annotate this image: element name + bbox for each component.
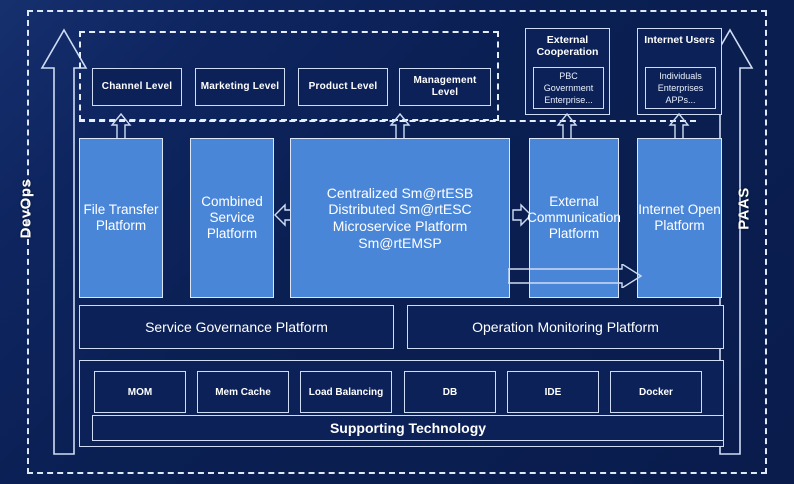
level-box-product[interactable]: Product Level: [298, 68, 388, 106]
external-cooperation-group[interactable]: External Cooperation PBC Government Ente…: [525, 28, 610, 115]
strip-label: Operation Monitoring Platform: [472, 318, 659, 335]
supporting-technology-label: Supporting Technology: [329, 420, 487, 436]
paas-label: PAAS: [735, 187, 753, 230]
tech-label: IDE: [544, 386, 562, 398]
internet-users-group[interactable]: Internet Users Individuals Enterprises A…: [637, 28, 722, 115]
platform-external-communication[interactable]: External Communication Platform: [527, 138, 621, 298]
strip-operation-monitoring[interactable]: Operation Monitoring Platform: [407, 305, 724, 349]
platform-combined-service[interactable]: Combined Service Platform: [190, 138, 274, 298]
tech-box-docker[interactable]: Docker: [610, 371, 702, 413]
platform-label: File Transfer Platform: [83, 202, 159, 233]
levels-separator-dashed: [79, 120, 696, 122]
tech-label: DB: [442, 386, 458, 398]
internet-users-inner: Individuals Enterprises APPs...: [645, 67, 716, 109]
tech-label: Docker: [639, 386, 673, 398]
tech-box-ide[interactable]: IDE: [507, 371, 599, 413]
platform-label: Internet Open Platform: [638, 202, 721, 233]
tech-box-mem-cache[interactable]: Mem Cache: [197, 371, 289, 413]
platform-central-esb[interactable]: Centralized Sm@rtESB Distributed Sm@rtES…: [290, 138, 510, 298]
level-label: Product Level: [308, 81, 378, 93]
platform-label: Centralized Sm@rtESB Distributed Sm@rtES…: [326, 184, 474, 251]
outer-dashed-frame: [27, 10, 767, 474]
level-label: Marketing Level: [200, 81, 280, 93]
tech-label: Mem Cache: [215, 386, 271, 398]
external-cooperation-title: External Cooperation: [536, 34, 599, 59]
strip-label: Service Governance Platform: [145, 318, 328, 335]
external-cooperation-inner: PBC Government Enterprise...: [533, 67, 604, 109]
internet-users-title: Internet Users: [644, 34, 715, 46]
devops-label: DevOps: [17, 178, 35, 239]
platform-internet-open[interactable]: Internet Open Platform: [637, 138, 722, 298]
devops-arrow: [40, 28, 88, 456]
tech-label: Load Balancing: [308, 386, 384, 398]
level-box-management[interactable]: Management Level: [399, 68, 491, 106]
supporting-technology-bar[interactable]: Supporting Technology: [92, 415, 724, 441]
level-box-marketing[interactable]: Marketing Level: [195, 68, 285, 106]
tech-box-mom[interactable]: MOM: [94, 371, 186, 413]
level-label: Channel Level: [101, 81, 173, 93]
tech-box-db[interactable]: DB: [404, 371, 496, 413]
tech-box-load-balancing[interactable]: Load Balancing: [300, 371, 392, 413]
strip-service-governance[interactable]: Service Governance Platform: [79, 305, 394, 349]
level-box-channel[interactable]: Channel Level: [92, 68, 182, 106]
tech-label: MOM: [127, 386, 153, 398]
platform-label: External Communication Platform: [527, 194, 621, 241]
platform-label: Combined Service Platform: [201, 194, 263, 241]
level-label: Management Level: [413, 75, 477, 98]
platform-file-transfer[interactable]: File Transfer Platform: [79, 138, 163, 298]
